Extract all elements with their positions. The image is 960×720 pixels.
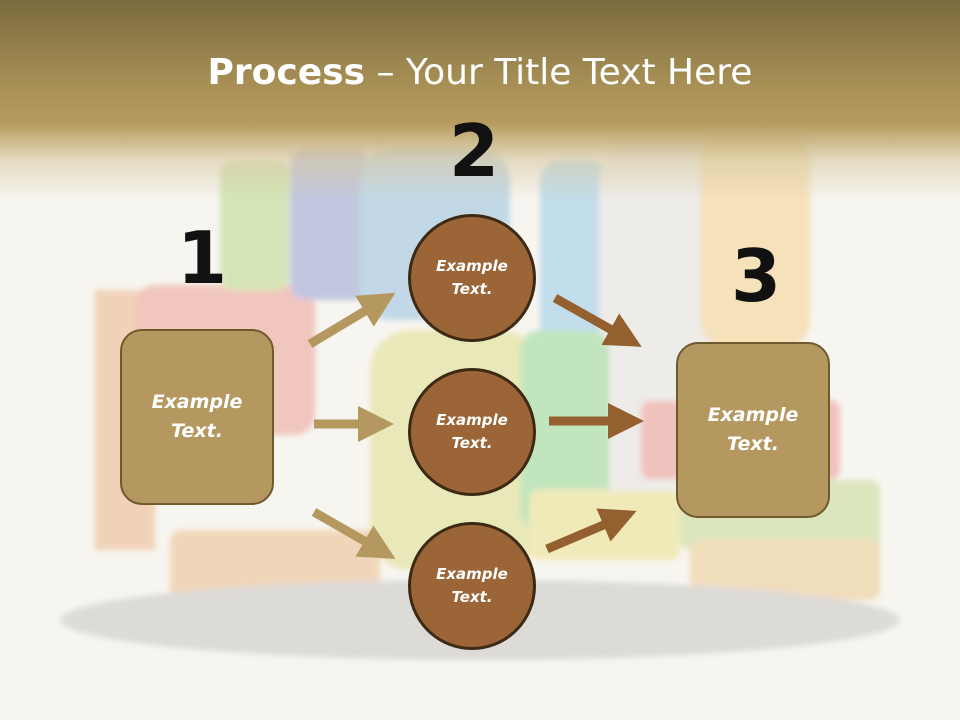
header-band [0, 0, 960, 200]
title-bold: Process [207, 52, 366, 93]
title-rest: – Your Title Text Here [365, 52, 753, 93]
page-title: Process – Your Title Text Here [0, 52, 960, 93]
step-number-1: 1 [177, 216, 228, 300]
step-3-box: Example Text. [676, 342, 830, 518]
step-1-box: Example Text. [120, 329, 274, 505]
step-2-circle-bottom: Example Text. [408, 522, 536, 650]
arrow-to-top-circle [307, 292, 396, 348]
step-number-3: 3 [731, 234, 782, 318]
step-number-2: 2 [449, 109, 500, 193]
arrow-to-bottom-circle [311, 508, 396, 559]
step-2-circle-top: Example Text. [408, 214, 536, 342]
arrow-from-bottom-circle [545, 508, 637, 554]
step-2-circle-middle: Example Text. [408, 368, 536, 496]
arrow-from-top-circle [552, 294, 642, 347]
